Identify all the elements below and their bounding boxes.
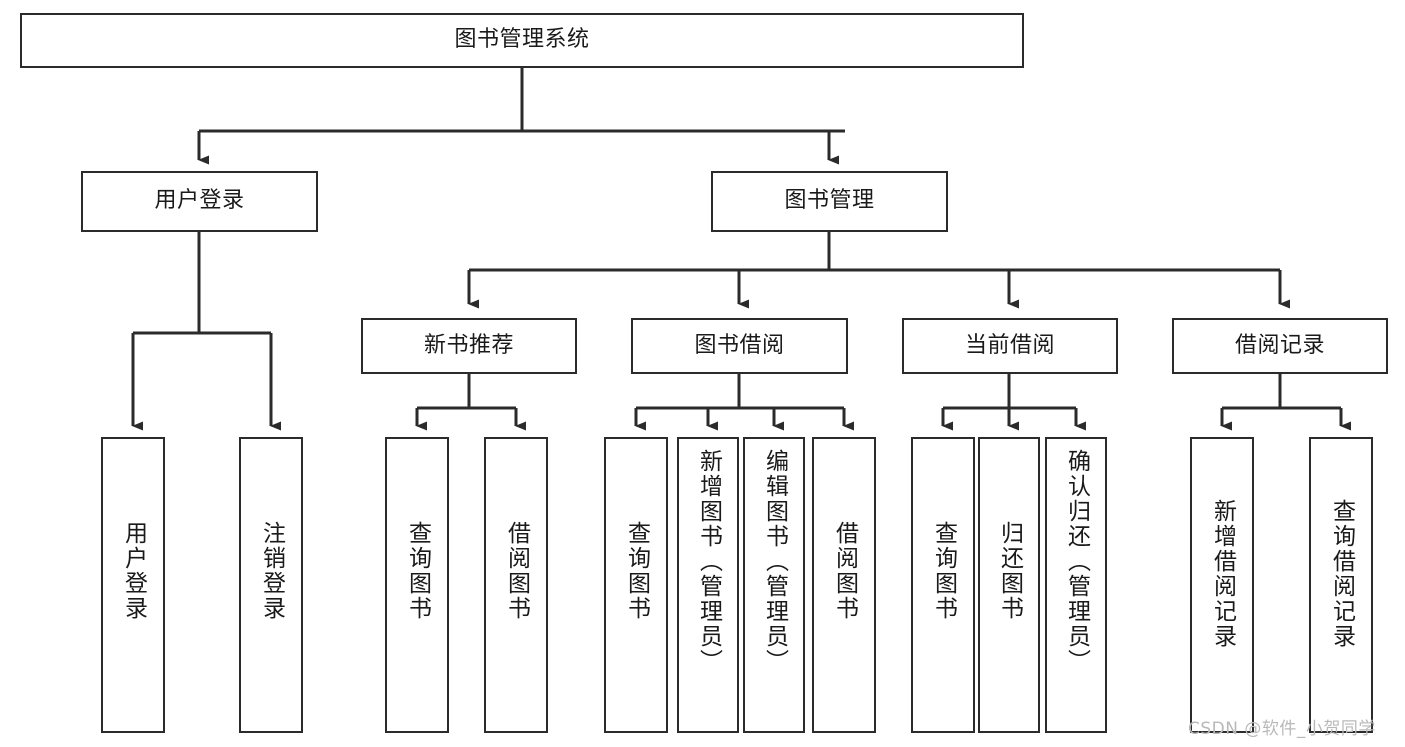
node-book-borrow[interactable]: 图书借阅 [631, 318, 848, 374]
leaf-borrow-book-1-label: 借阅图书 [503, 521, 530, 621]
leaf-user-logout-label: 注销登录 [258, 521, 285, 621]
leaf-edit-book[interactable]: 编辑图书（管理员） [743, 437, 805, 733]
leaf-confirm-return-label: 确认归还（管理员） [1063, 449, 1090, 674]
leaf-query-record-label: 查询借阅记录 [1328, 499, 1355, 649]
leaf-user-logout[interactable]: 注销登录 [239, 437, 303, 733]
node-user-login-label: 用户登录 [154, 188, 245, 214]
leaf-query-book-1[interactable]: 查询图书 [385, 437, 449, 733]
node-book-borrow-label: 图书借阅 [694, 332, 785, 358]
leaf-return-book[interactable]: 归还图书 [978, 437, 1040, 733]
node-root[interactable]: 图书管理系统 [20, 13, 1024, 68]
leaf-user-login-label: 用户登录 [120, 521, 147, 621]
leaf-query-book-2[interactable]: 查询图书 [604, 437, 668, 733]
leaf-return-book-label: 归还图书 [996, 521, 1023, 621]
node-new-book-rec-label: 新书推荐 [423, 332, 514, 358]
leaf-query-book-1-label: 查询图书 [404, 521, 431, 621]
leaf-add-record-label: 新增借阅记录 [1209, 499, 1236, 649]
leaf-edit-book-label: 编辑图书（管理员） [761, 449, 788, 674]
leaf-borrow-book-2[interactable]: 借阅图书 [812, 437, 876, 733]
node-root-label: 图书管理系统 [454, 27, 590, 53]
node-borrow-record[interactable]: 借阅记录 [1172, 318, 1388, 374]
leaf-query-book-3[interactable]: 查询图书 [911, 437, 975, 733]
leaf-query-book-3-label: 查询图书 [930, 521, 957, 621]
watermark: CSDN @软件_小贺同学 [1188, 719, 1376, 739]
leaf-query-book-2-label: 查询图书 [623, 521, 650, 621]
node-user-login[interactable]: 用户登录 [81, 171, 318, 232]
node-current-borrow-label: 当前借阅 [964, 332, 1055, 358]
node-borrow-record-label: 借阅记录 [1234, 332, 1325, 358]
leaf-borrow-book-1[interactable]: 借阅图书 [484, 437, 548, 733]
leaf-query-record[interactable]: 查询借阅记录 [1309, 437, 1373, 733]
leaf-add-book[interactable]: 新增图书（管理员） [677, 437, 739, 733]
leaf-confirm-return[interactable]: 确认归还（管理员） [1045, 437, 1107, 733]
leaf-add-book-label: 新增图书（管理员） [695, 449, 722, 674]
leaf-add-record[interactable]: 新增借阅记录 [1190, 437, 1254, 733]
node-book-manage-label: 图书管理 [784, 188, 875, 214]
node-new-book-rec[interactable]: 新书推荐 [361, 318, 577, 374]
leaf-borrow-book-2-label: 借阅图书 [831, 521, 858, 621]
node-book-manage[interactable]: 图书管理 [711, 171, 948, 232]
node-current-borrow[interactable]: 当前借阅 [902, 318, 1118, 374]
leaf-user-login[interactable]: 用户登录 [101, 437, 165, 733]
